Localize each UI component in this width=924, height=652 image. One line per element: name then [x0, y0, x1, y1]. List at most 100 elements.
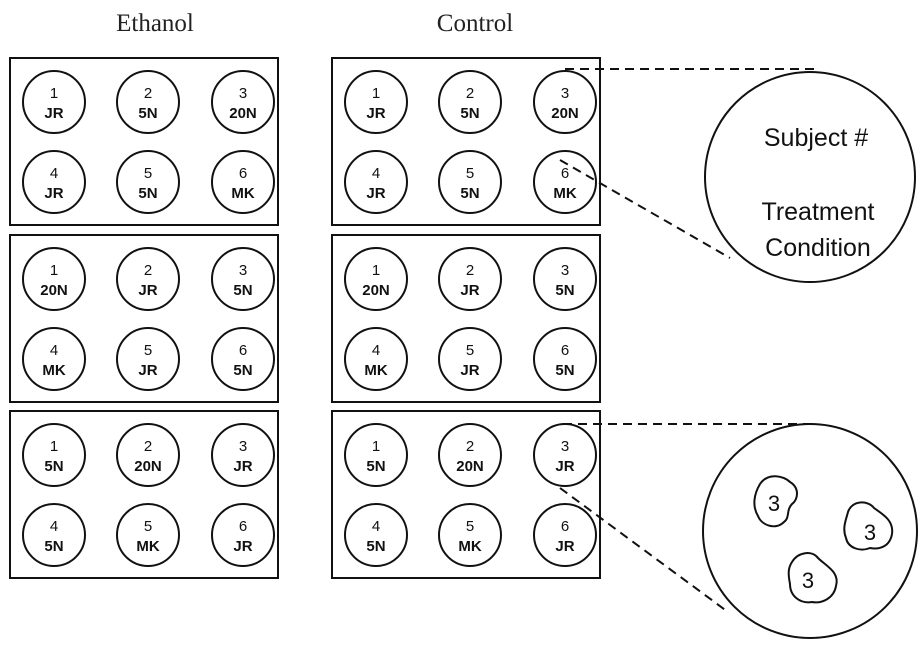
well-treatment-condition: JR: [555, 538, 574, 555]
well-subject-number: 6: [239, 518, 247, 535]
well-treatment-condition: 5N: [460, 105, 479, 122]
well-circle: [533, 327, 597, 391]
well-subject-number: 3: [561, 438, 569, 455]
column-title-ethanol: Ethanol: [116, 10, 194, 37]
sample-blob: 3: [753, 475, 798, 528]
well-circle: [344, 423, 408, 487]
well-circle: [22, 327, 86, 391]
well: 55N: [116, 150, 180, 214]
well-circle: [211, 327, 275, 391]
well: 65N: [533, 327, 597, 391]
well: 55N: [438, 150, 502, 214]
well-treatment-condition: JR: [366, 105, 385, 122]
well-subject-number: 4: [372, 342, 380, 359]
well-treatment-condition: 20N: [551, 105, 579, 122]
well-circle: [344, 247, 408, 311]
column-title-control: Control: [437, 10, 513, 37]
well-treatment-condition: 5N: [233, 362, 252, 379]
well-subject-number: 1: [50, 85, 58, 102]
well-circle: [438, 423, 502, 487]
well-circle: [211, 423, 275, 487]
well-treatment-condition: MK: [458, 538, 481, 555]
well-treatment-condition: JR: [233, 458, 252, 475]
well: 2JR: [116, 247, 180, 311]
well-circle: [116, 70, 180, 134]
well-circle: [438, 503, 502, 567]
well-subject-number: 2: [144, 438, 152, 455]
well-circle: [344, 503, 408, 567]
well-subject-number: 2: [144, 85, 152, 102]
well-circle: [344, 150, 408, 214]
well-circle: [533, 70, 597, 134]
zoom-connector-bottom: [559, 423, 818, 613]
well-treatment-condition: 20N: [362, 282, 390, 299]
well-subject-number: 5: [144, 342, 152, 359]
well: 6JR: [211, 503, 275, 567]
zoom-connector-top: [559, 68, 818, 259]
well: 3JR: [533, 423, 597, 487]
well-circle: [116, 423, 180, 487]
well-treatment-condition: MK: [553, 185, 576, 202]
well: 15N: [22, 423, 86, 487]
well: 4JR: [344, 150, 408, 214]
blob-label: 3: [768, 491, 780, 516]
well-circle: [533, 247, 597, 311]
well-circle: [211, 150, 275, 214]
zoom-well-sample: 3 3 3: [702, 423, 918, 639]
well-circle: [22, 150, 86, 214]
well-subject-number: 6: [561, 342, 569, 359]
well-subject-number: 6: [561, 165, 569, 182]
well: 4JR: [22, 150, 86, 214]
well-subject-number: 6: [239, 165, 247, 182]
well-circle: [22, 503, 86, 567]
well: 35N: [533, 247, 597, 311]
zoom-well-legend: Subject # Treatment Condition: [704, 71, 916, 283]
well-subject-number: 3: [561, 262, 569, 279]
well-subject-number: 5: [466, 165, 474, 182]
well-treatment-condition: 5N: [555, 282, 574, 299]
well-circle: [533, 423, 597, 487]
blob-label: 3: [802, 568, 814, 593]
well-circle: [211, 247, 275, 311]
well-subject-number: 4: [372, 165, 380, 182]
well: 5JR: [438, 327, 502, 391]
well-treatment-condition: JR: [44, 185, 63, 202]
well-treatment-condition: 20N: [456, 458, 484, 475]
well-subject-number: 6: [561, 518, 569, 535]
sample-blob: 3: [787, 552, 838, 604]
well-treatment-condition: MK: [136, 538, 159, 555]
well: 5MK: [116, 503, 180, 567]
well: 4MK: [22, 327, 86, 391]
well: 4MK: [344, 327, 408, 391]
well-circle: [116, 327, 180, 391]
well-treatment-condition: JR: [138, 282, 157, 299]
well-treatment-condition: 20N: [134, 458, 162, 475]
well-circle: [438, 247, 502, 311]
well-treatment-condition: MK: [364, 362, 387, 379]
well-circle: [116, 150, 180, 214]
well-subject-number: 5: [466, 342, 474, 359]
well-subject-number: 1: [50, 262, 58, 279]
well-circle: [533, 150, 597, 214]
well-treatment-condition: 5N: [138, 185, 157, 202]
well-circle: [344, 70, 408, 134]
well-treatment-condition: MK: [231, 185, 254, 202]
well: 25N: [438, 70, 502, 134]
well-subject-number: 5: [466, 518, 474, 535]
well-circle: [211, 70, 275, 134]
well: 2JR: [438, 247, 502, 311]
well: 65N: [211, 327, 275, 391]
well-treatment-condition: 5N: [44, 538, 63, 555]
legend-subject-number: Subject #: [764, 124, 868, 152]
well: 45N: [344, 503, 408, 567]
well-subject-number: 1: [372, 85, 380, 102]
well-subject-number: 5: [144, 518, 152, 535]
